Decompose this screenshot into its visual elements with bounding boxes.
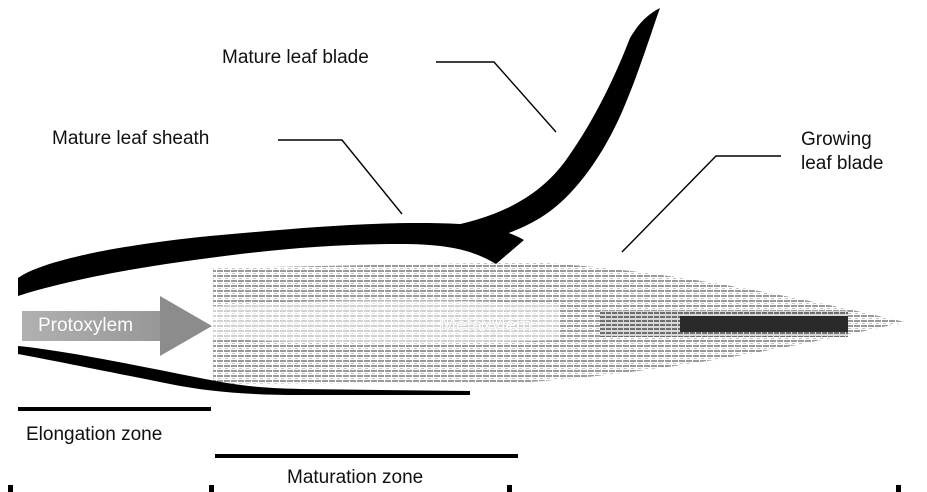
bottom-tick — [507, 485, 512, 492]
elongation-zone-bar — [18, 407, 211, 411]
growing-leaf-blade-label: Growing leaf blade — [801, 128, 927, 176]
maturation-zone-bar — [215, 454, 518, 458]
bottom-tick — [8, 485, 13, 492]
protoxylem-arrow-icon — [160, 296, 212, 356]
growing-leaf-blade-label-line2: leaf blade — [801, 152, 927, 176]
maturation-zone-label: Maturation zone — [287, 466, 423, 490]
bottom-tick — [896, 485, 901, 492]
metaxylem-label: Metaxylem — [440, 314, 532, 338]
bottom-tick — [209, 485, 214, 492]
growing-leaf-blade-label-line1: Growing — [801, 128, 927, 152]
leader-growing-leaf-blade — [622, 156, 781, 252]
mature-metaxylem-core — [680, 316, 848, 332]
leader-mature-leaf-sheath — [278, 140, 402, 214]
leader-mature-leaf-blade — [436, 62, 556, 132]
mature-leaf-sheath-label: Mature leaf sheath — [52, 127, 209, 151]
elongation-zone-label: Elongation zone — [26, 423, 162, 447]
protoxylem-label: Protoxylem — [38, 314, 133, 338]
mature-leaf-blade-label: Mature leaf blade — [222, 46, 369, 70]
